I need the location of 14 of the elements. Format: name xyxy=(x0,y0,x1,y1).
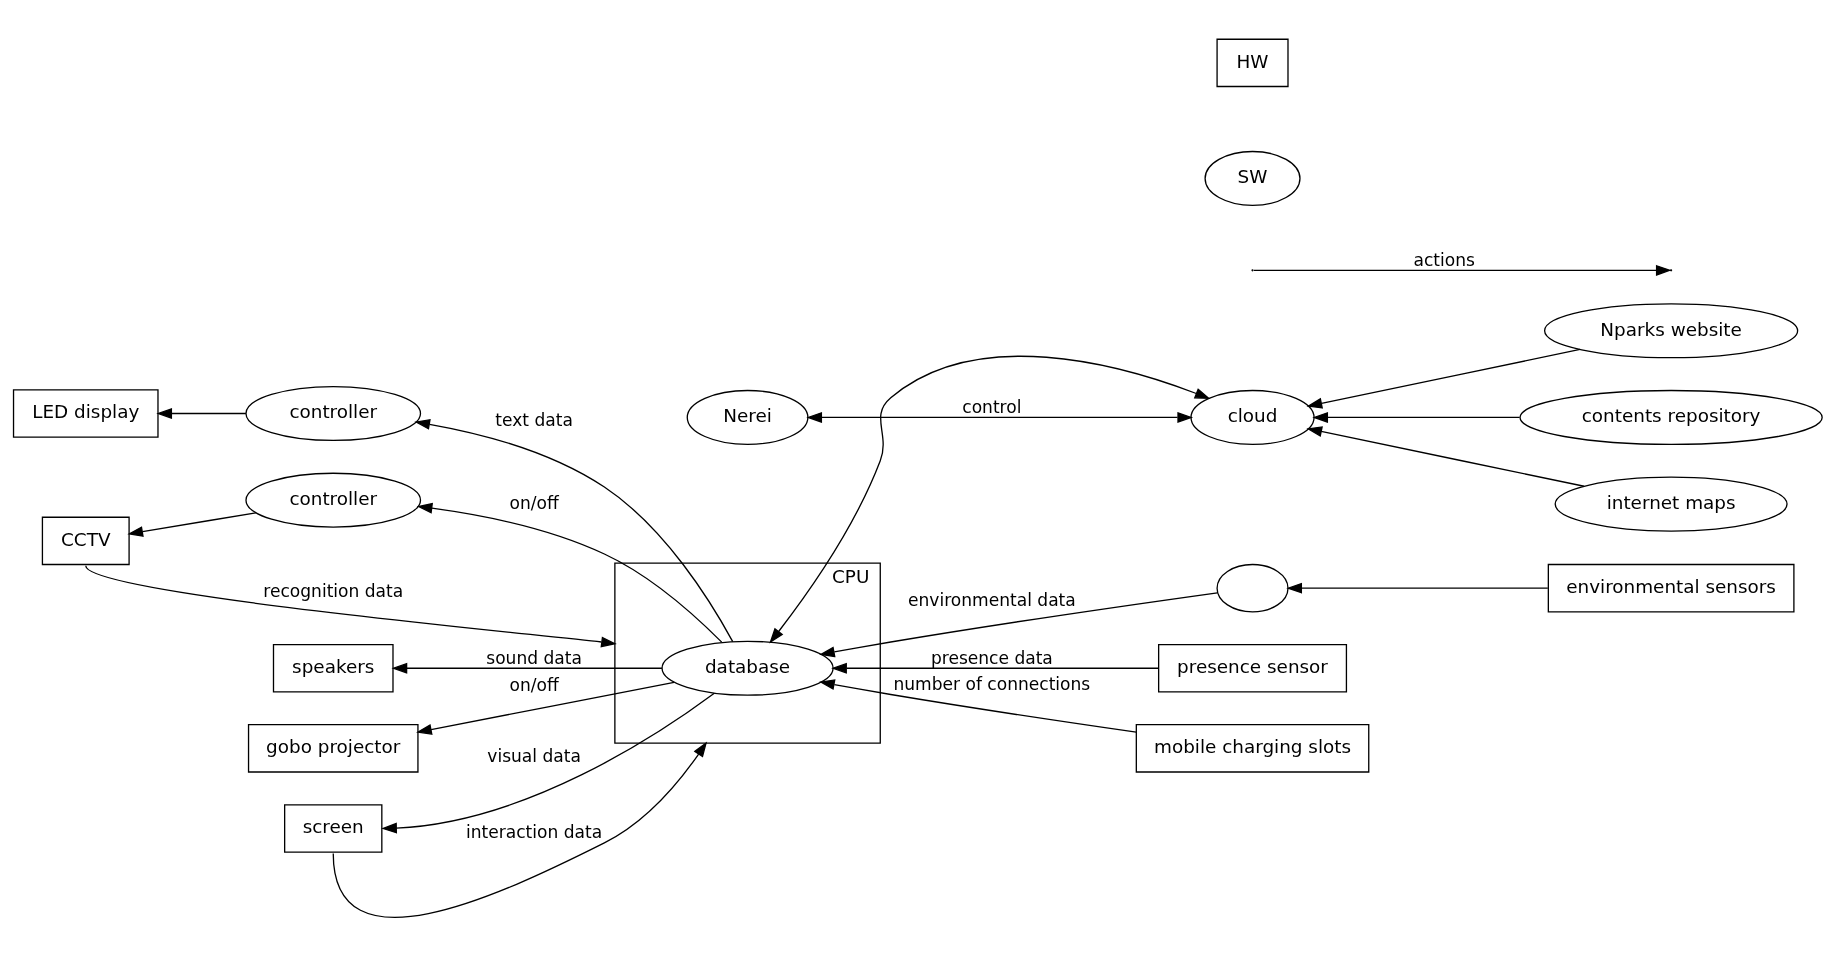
legend-label: actions xyxy=(1413,249,1475,270)
edge-label: environmental data xyxy=(908,589,1076,610)
legend-label: HW xyxy=(1236,50,1269,72)
legend-label: SW xyxy=(1237,166,1268,188)
edge-label: interaction data xyxy=(466,822,603,843)
edge-label: control xyxy=(962,396,1022,417)
edge-label: presence data xyxy=(930,647,1053,668)
edge-label: text data xyxy=(495,409,573,430)
edge-label: on/off xyxy=(509,492,559,513)
edge-label: number of connections xyxy=(893,673,1091,694)
edge-label: sound data xyxy=(486,647,582,668)
edge-label: visual data xyxy=(487,746,581,767)
edge-label: on/off xyxy=(509,675,559,696)
edge-label: recognition data xyxy=(263,580,404,601)
